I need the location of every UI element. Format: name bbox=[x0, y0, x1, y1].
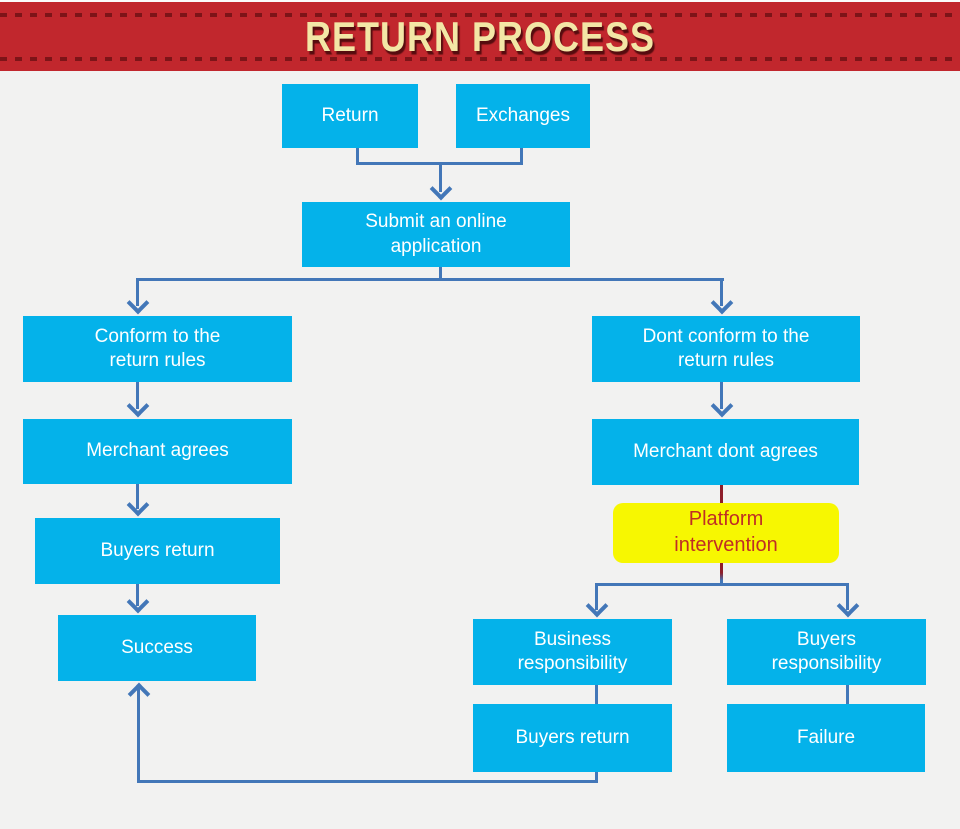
node-dont-conform-rules: Dont conform to the return rules bbox=[592, 316, 860, 382]
connector-return-down bbox=[356, 148, 359, 165]
arrowhead-into-merchant-dont-agrees bbox=[710, 394, 734, 418]
node-buyers-return-bottom: Buyers return bbox=[473, 704, 672, 772]
arrowhead-into-dont-conform bbox=[710, 291, 734, 315]
node-conform-rules-label: Conform to the return rules bbox=[94, 325, 221, 371]
connector-dont-conform-down bbox=[720, 382, 723, 409]
node-return-label: Return bbox=[321, 104, 379, 126]
arrowhead-into-conform bbox=[126, 291, 150, 315]
connector-branch-horizontal bbox=[136, 278, 724, 281]
node-merchant-dont-agrees-label: Merchant dont agrees bbox=[633, 440, 818, 462]
node-platform-intervention: Platform intervention bbox=[613, 503, 839, 563]
node-merchant-dont-agrees: Merchant dont agrees bbox=[592, 419, 859, 485]
arrowhead-into-submit bbox=[429, 177, 453, 201]
connector-platform-down bbox=[720, 563, 723, 585]
connector-submit-down bbox=[439, 267, 442, 281]
node-success-label: Success bbox=[121, 636, 193, 658]
connector-exchanges-down bbox=[520, 148, 523, 165]
node-return: Return bbox=[282, 84, 418, 148]
node-merchant-agrees-label: Merchant agrees bbox=[86, 440, 229, 462]
connector-branch-right-down bbox=[720, 278, 723, 306]
connector-loop-down bbox=[595, 772, 598, 783]
connector-loop-horizontal bbox=[137, 780, 598, 783]
node-dont-conform-rules-label: Dont conform to the return rules bbox=[642, 325, 810, 371]
connector-platform-branch-horizontal bbox=[595, 583, 849, 586]
banner-dashed-line-bottom bbox=[0, 57, 960, 61]
connector-conform-down bbox=[136, 382, 139, 409]
node-exchanges-label: Exchanges bbox=[475, 104, 570, 126]
connector-merchant-agrees-down bbox=[136, 484, 139, 509]
arrowhead-into-merchant-agrees bbox=[126, 394, 150, 418]
connector-branch-left-down bbox=[136, 278, 139, 306]
node-failure-label: Failure bbox=[796, 726, 856, 748]
connector-loop-up bbox=[137, 686, 140, 783]
page-title: RETURN PROCESS bbox=[304, 12, 656, 60]
connector-business-branch-down bbox=[595, 583, 598, 610]
node-business-responsibility: Business responsibility bbox=[473, 619, 672, 685]
node-business-responsibility-label: Business responsibility bbox=[517, 628, 628, 674]
node-submit-application: Submit an online application bbox=[302, 202, 570, 267]
node-conform-rules: Conform to the return rules bbox=[23, 316, 292, 382]
arrowhead-into-success bbox=[126, 590, 150, 614]
node-buyers-responsibility-label: Buyers responsibility bbox=[771, 628, 882, 674]
arrowhead-into-buyers-resp bbox=[836, 594, 860, 618]
node-platform-intervention-label: Platform intervention bbox=[674, 508, 778, 556]
node-exchanges: Exchanges bbox=[456, 84, 590, 148]
node-merchant-agrees: Merchant agrees bbox=[23, 419, 292, 484]
header-banner: RETURN PROCESS bbox=[0, 0, 960, 71]
connector-buyers-return-down bbox=[136, 584, 139, 606]
node-submit-application-label: Submit an online application bbox=[365, 211, 507, 257]
arrowhead-into-buyers-return bbox=[126, 493, 150, 517]
node-buyers-return-label: Buyers return bbox=[100, 539, 215, 561]
connector-buyers-branch-down bbox=[846, 583, 849, 610]
connector-buyers-resp-to-failure bbox=[846, 685, 849, 705]
node-buyers-responsibility: Buyers responsibility bbox=[727, 619, 926, 685]
banner-dashed-line-top bbox=[0, 13, 960, 17]
node-success: Success bbox=[58, 615, 256, 681]
connector-red-to-platform bbox=[720, 485, 723, 503]
node-buyers-return-bottom-label: Buyers return bbox=[515, 726, 630, 748]
connector-business-to-buyers-return bbox=[595, 685, 598, 705]
arrowhead-loop-into-success bbox=[127, 682, 151, 706]
node-buyers-return: Buyers return bbox=[35, 518, 280, 584]
connector-merge-down bbox=[439, 162, 442, 192]
arrowhead-into-business-resp bbox=[585, 594, 609, 618]
node-failure: Failure bbox=[727, 704, 925, 772]
